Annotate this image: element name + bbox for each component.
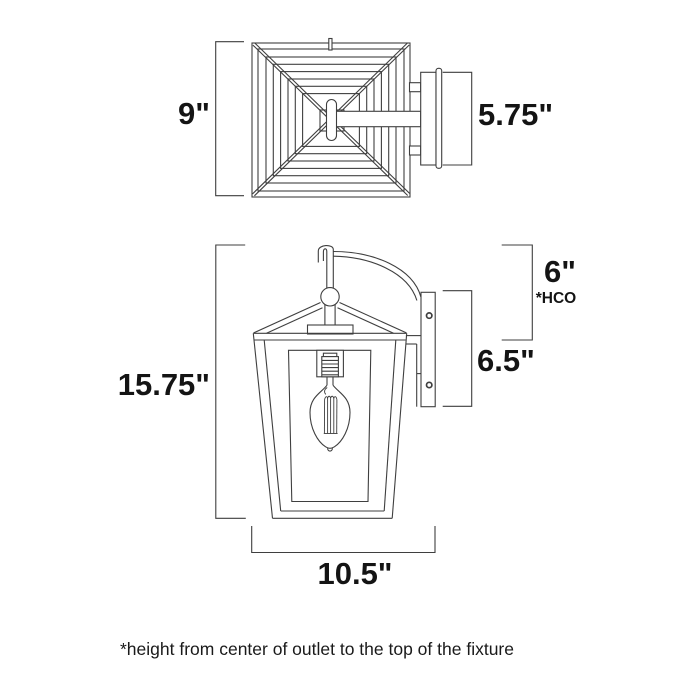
dim-label-backplate-height: 6.5": [477, 343, 535, 378]
dim-label-hco-height: 6": [544, 254, 576, 289]
lantern-top-view-drawing: [215, 37, 473, 198]
dimension-bracket-10-5in: [251, 526, 436, 554]
center-finial-capsule: [325, 98, 338, 142]
roof-cap: [306, 324, 354, 335]
dim-label-backplate-width: 5.75": [478, 97, 554, 132]
mounting-screw-bottom: [425, 381, 433, 389]
dim-label-hco-note: *HCO: [535, 290, 577, 307]
dim-label-top-width: 9": [178, 96, 210, 131]
roof-edges: [253, 301, 407, 334]
lantern-body-frame: [252, 332, 408, 519]
lantern-side-view-drawing: [215, 244, 533, 554]
wall-backplate-side-view: [420, 291, 436, 408]
finial-ball: [320, 287, 340, 307]
dimension-bracket-9in: [215, 41, 244, 197]
dimension-bracket-15-75in: [215, 244, 246, 519]
finial-stem: [324, 303, 336, 325]
wall-bracket-arm: [405, 335, 421, 407]
dimension-bracket-5-75in: [442, 71, 473, 166]
backplate-top-view: [420, 67, 443, 169]
mounting-screw-top: [425, 312, 433, 320]
bulb-filament: [323, 387, 338, 434]
edison-bulb: [309, 384, 351, 452]
finial-hook: [317, 245, 334, 289]
lamp-socket: [316, 349, 344, 386]
mounting-arm-top-view: [333, 110, 422, 128]
dim-label-projection: 10.5": [317, 556, 393, 591]
finial-tip-top-view: [328, 37, 333, 51]
footnote: *height from center of outlet to the top…: [120, 639, 514, 659]
dim-label-overall-height: 15.75": [117, 367, 210, 402]
dimension-bracket-6-5in: [442, 290, 473, 407]
dimension-bracket-6in-hco: [501, 244, 533, 341]
curved-support-arm: [333, 250, 422, 301]
